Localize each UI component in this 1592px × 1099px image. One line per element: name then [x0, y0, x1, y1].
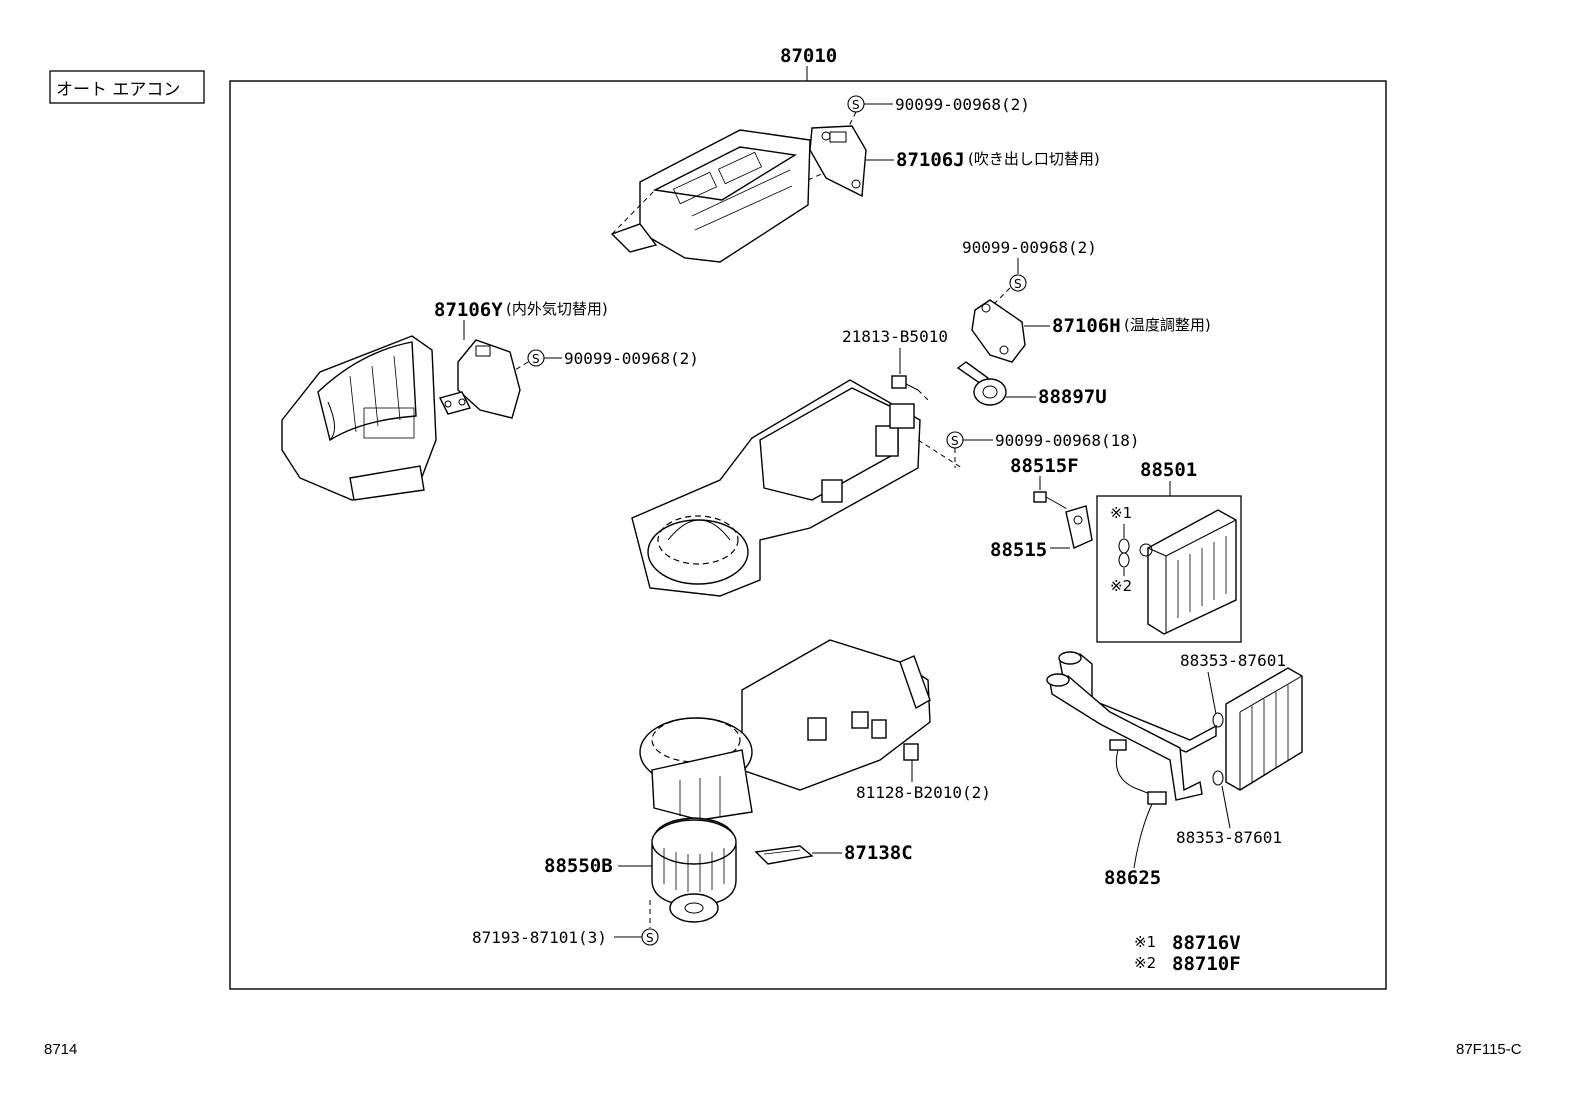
- screw-symbol-intake: S: [527, 349, 545, 367]
- callout-oring-bottom: 88353-87601: [1176, 828, 1282, 847]
- temp-servo-part: [971, 299, 1026, 363]
- callout-temp-servo-note: (温度調整用): [1124, 316, 1211, 334]
- evaporator-part: [1139, 509, 1237, 635]
- legend-2: ※2 88710F: [1134, 953, 1241, 975]
- intake-servo-part: [438, 339, 521, 419]
- callout-screw-intake: 90099-00968(2): [564, 349, 699, 368]
- o-rings-part: [1118, 524, 1130, 576]
- o-ring-bottom: [1212, 770, 1224, 786]
- callout-sensor: 88897U: [1038, 386, 1107, 408]
- callout-nut: 21813-B5010: [842, 327, 948, 346]
- mode-servo-part: [809, 125, 867, 198]
- svg-text:S: S: [646, 931, 654, 945]
- callout-mode-servo: 87106J: [896, 149, 965, 171]
- svg-text:オート エアコン: オート エアコン: [56, 80, 180, 100]
- callout-evaporator: 88501: [1140, 459, 1197, 481]
- variant-label: オート エアコン: [49, 70, 205, 104]
- lower-case-part: [639, 639, 931, 821]
- callout-expansion-valve: 88515: [990, 539, 1047, 561]
- callout-thermistor: 88625: [1104, 867, 1161, 889]
- svg-text:※1: ※1: [1134, 933, 1156, 951]
- svg-text:88710F: 88710F: [1172, 953, 1241, 975]
- illustration-code: 87F115-C: [1456, 1041, 1522, 1058]
- screw-symbol-blower: S: [641, 928, 659, 946]
- page-number: 8714: [44, 1041, 77, 1058]
- screw-symbol-case: S: [946, 431, 964, 449]
- callout-screw-temp: 90099-00968(2): [962, 238, 1097, 257]
- heater-pipes-part: [1046, 651, 1217, 801]
- callout-resistor: 87138C: [844, 842, 913, 864]
- thermistor-part: [1109, 739, 1167, 869]
- nut-part: [891, 375, 919, 391]
- sensor-part: [956, 361, 1007, 406]
- clip-part: [903, 743, 919, 761]
- screw-symbol-temp: S: [1009, 274, 1027, 292]
- screw-symbol-mode: S: [847, 95, 865, 113]
- svg-text:S: S: [951, 434, 959, 448]
- callout-blower-motor: 88550B: [544, 855, 613, 877]
- callout-bolt: 88515F: [1010, 455, 1079, 477]
- callout-intake-servo-note: (内外気切替用): [506, 300, 608, 318]
- heater-core-part: [1225, 667, 1303, 791]
- svg-text:※2: ※2: [1134, 954, 1156, 972]
- upper-case-part: [610, 129, 836, 263]
- main-case-part: [631, 379, 963, 597]
- blower-motor-part: [651, 817, 737, 923]
- o-ring-top: [1212, 712, 1224, 728]
- callout-clip: 81128-B2010(2): [856, 783, 991, 802]
- svg-text:S: S: [1014, 277, 1022, 291]
- callout-intake-servo: 87106Y: [434, 299, 503, 321]
- callout-oring-top: 88353-87601: [1180, 651, 1286, 670]
- ref-mark-1: ※1: [1110, 504, 1132, 522]
- evaporator-box: [1096, 495, 1242, 643]
- svg-text:S: S: [532, 352, 540, 366]
- callout-mode-servo-note: (吹き出し口切替用): [968, 150, 1100, 168]
- callout-screw-case: 90099-00968(18): [995, 431, 1140, 450]
- callout-screw-blower: 87193-87101(3): [472, 928, 607, 947]
- svg-text:S: S: [852, 98, 860, 112]
- assembly-frame: [229, 80, 1387, 990]
- bolt-part: [1033, 491, 1063, 507]
- svg-text:88716V: 88716V: [1172, 932, 1241, 954]
- expansion-valve-part: [1065, 505, 1093, 549]
- callout-temp-servo: 87106H: [1052, 315, 1121, 337]
- ref-mark-2: ※2: [1110, 577, 1132, 595]
- intake-case-part: [281, 335, 437, 501]
- callout-screw-mode: 90099-00968(2): [895, 95, 1030, 114]
- legend-1: ※1 88716V: [1134, 932, 1241, 954]
- assembly-number: 87010: [780, 45, 837, 67]
- resistor-part: [754, 845, 814, 865]
